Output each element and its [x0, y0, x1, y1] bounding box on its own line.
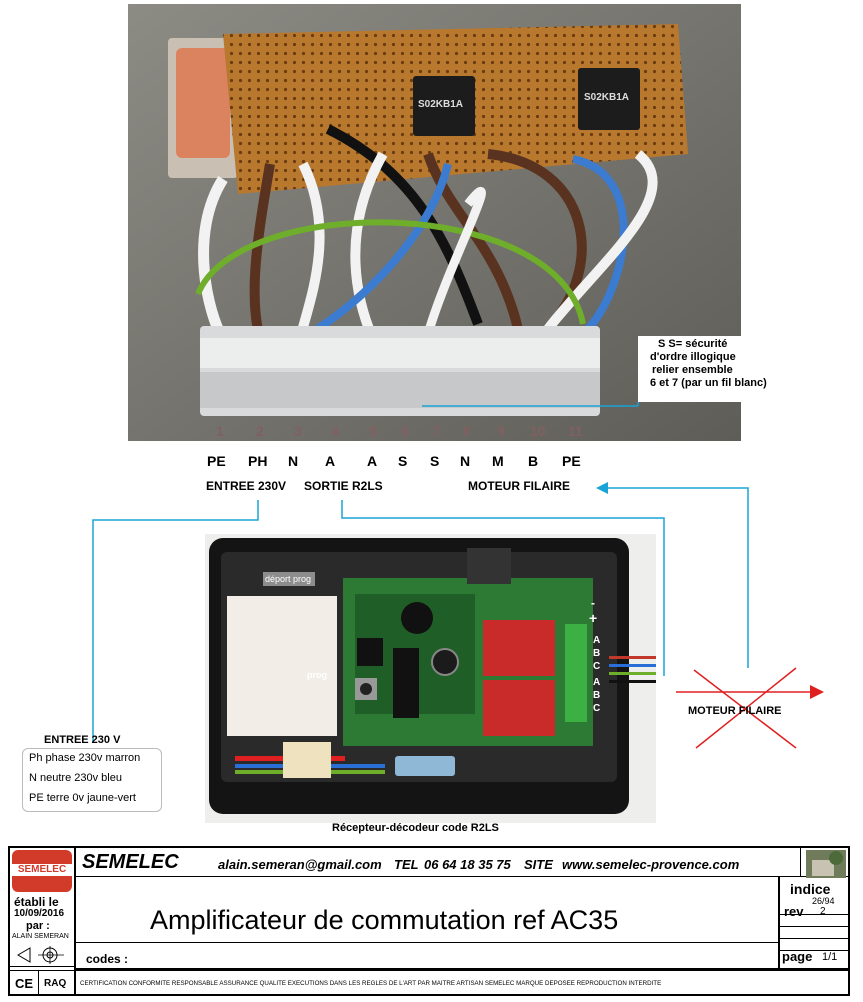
brand-name: SEMELEC: [82, 851, 179, 873]
codes-label: codes :: [86, 952, 129, 966]
terminal-numbers: 1 2 3 4 5 6 7 8 9 10 11: [205, 423, 595, 443]
indice-value: 26/94: [812, 896, 835, 906]
semelec-logo: SEMELEC: [12, 850, 72, 892]
note-line: 6 et 7 (par un fil blanc): [650, 377, 767, 389]
terminal-label: S: [398, 453, 408, 469]
prog-label: prog: [307, 670, 327, 680]
receiver-photo: déport prog prog - + A B C A B C: [205, 534, 656, 823]
terminal-label: M: [492, 453, 504, 469]
indice-label: indice: [790, 881, 831, 897]
pin-minus: -: [591, 596, 595, 610]
date-value: 10/09/2016: [14, 908, 65, 919]
terminal-board-photo: S02KB1A S02KB1A: [128, 4, 741, 441]
entree-title: ENTREE 230 V: [44, 734, 121, 746]
site-label: SITE: [524, 857, 553, 872]
logo-text: SEMELEC: [12, 864, 72, 876]
relay1-pin: B: [593, 648, 601, 659]
relay1-pins: A B C: [593, 634, 600, 673]
terminal-label: S: [430, 453, 440, 469]
raq-label: RAQ: [44, 978, 67, 989]
email: alain.semeran@gmail.com: [218, 857, 382, 872]
receiver-caption: Récepteur-décodeur code R2LS: [332, 822, 499, 834]
red-cross-line: [695, 667, 797, 749]
terminal-label: N: [460, 453, 471, 469]
drawing-title: Amplificateur de commutation ref AC35: [150, 905, 619, 935]
entree-line: PE terre 0v jaune-vert: [29, 792, 136, 804]
page-label: page: [782, 949, 813, 964]
group-sortie-label: SORTIE R2LS: [304, 479, 383, 493]
terminal-number: 5: [369, 423, 377, 439]
note-line: relier ensemble: [652, 364, 733, 376]
terminal-board-illustration: [128, 4, 741, 441]
terminal-number: 4: [331, 423, 339, 439]
certification-text: CERTIFICATION CONFORMITE RESPONSABLE ASS…: [80, 980, 662, 987]
terminal-number: 8: [463, 423, 471, 439]
terminal-number: 10: [530, 423, 546, 439]
page-value: 1/1: [822, 951, 838, 963]
title-block: SEMELEC établi le 10/09/2016 par : ALAIN…: [8, 846, 850, 996]
moteur-arrow-head: [596, 482, 608, 494]
tel-label: TEL: [394, 857, 419, 872]
terminal-number: 6: [401, 423, 409, 439]
bridge-label-right: S02KB1A: [584, 92, 630, 103]
terminal-label: PE: [562, 453, 581, 469]
projection-symbol-icon: [17, 946, 64, 964]
group-entree-label: ENTREE 230V: [206, 479, 287, 493]
relay1-pin: A: [593, 635, 601, 646]
terminal-label: A: [367, 453, 378, 469]
entree-line: N neutre 230v bleu: [29, 772, 122, 784]
ce-mark: CE: [15, 976, 34, 991]
pin-plus: +: [589, 610, 598, 626]
group-moteur-label: MOTEUR FILAIRE: [468, 479, 570, 493]
terminal-label: PH: [248, 453, 268, 469]
par-label: par :: [26, 920, 50, 932]
connector-overlay: [92, 402, 824, 749]
etabli-label: établi le: [14, 895, 59, 909]
sortie-connector: [341, 500, 665, 676]
rev-label: rev: [784, 904, 804, 919]
note-line: d'ordre illogique: [650, 351, 736, 363]
safety-note: S S= sécurité d'ordre illogique relier e…: [638, 336, 790, 402]
terminal-number: 3: [294, 423, 302, 439]
rev-value: 2: [820, 906, 826, 917]
note-line: S S= sécurité: [658, 338, 728, 350]
terminal-label: A: [325, 453, 336, 469]
red-arrow-head: [810, 685, 824, 699]
terminal-label: PE: [207, 453, 226, 469]
building-thumbnail: [806, 850, 846, 878]
terminal-number: 9: [497, 423, 505, 439]
relay2-pin: C: [593, 703, 601, 714]
terminal-number: 11: [568, 423, 583, 439]
moteur-connector: [598, 487, 749, 668]
terminal-number: 2: [256, 423, 264, 439]
site-value: www.semelec-provence.com: [562, 857, 740, 872]
relay2-pin: B: [593, 690, 601, 701]
bridge-label-left: S02KB1A: [418, 99, 464, 110]
entree-connector: [92, 500, 259, 742]
relay1-pin: C: [593, 661, 601, 672]
author-value: ALAIN SEMERAN: [12, 933, 69, 940]
terminal-labels: PE PH N A A S S N M B PE: [205, 453, 605, 473]
entree-line: Ph phase 230v marron: [29, 752, 141, 764]
entree-legend-box: Ph phase 230v marron N neutre 230v bleu …: [22, 748, 162, 812]
terminal-label: N: [288, 453, 299, 469]
deport-prog-label: déport prog: [263, 572, 315, 586]
terminal-number: 7: [433, 423, 441, 439]
terminal-label: B: [528, 453, 539, 469]
relay2-pin: A: [593, 677, 601, 688]
relay2-pins: A B C: [593, 676, 600, 715]
tel-value: 06 64 18 35 75: [424, 857, 511, 872]
terminal-number: 1: [216, 423, 224, 439]
moteur-filaire-crossed-label: MOTEUR FILAIRE: [688, 705, 782, 717]
receiver-illustration: [205, 534, 656, 823]
